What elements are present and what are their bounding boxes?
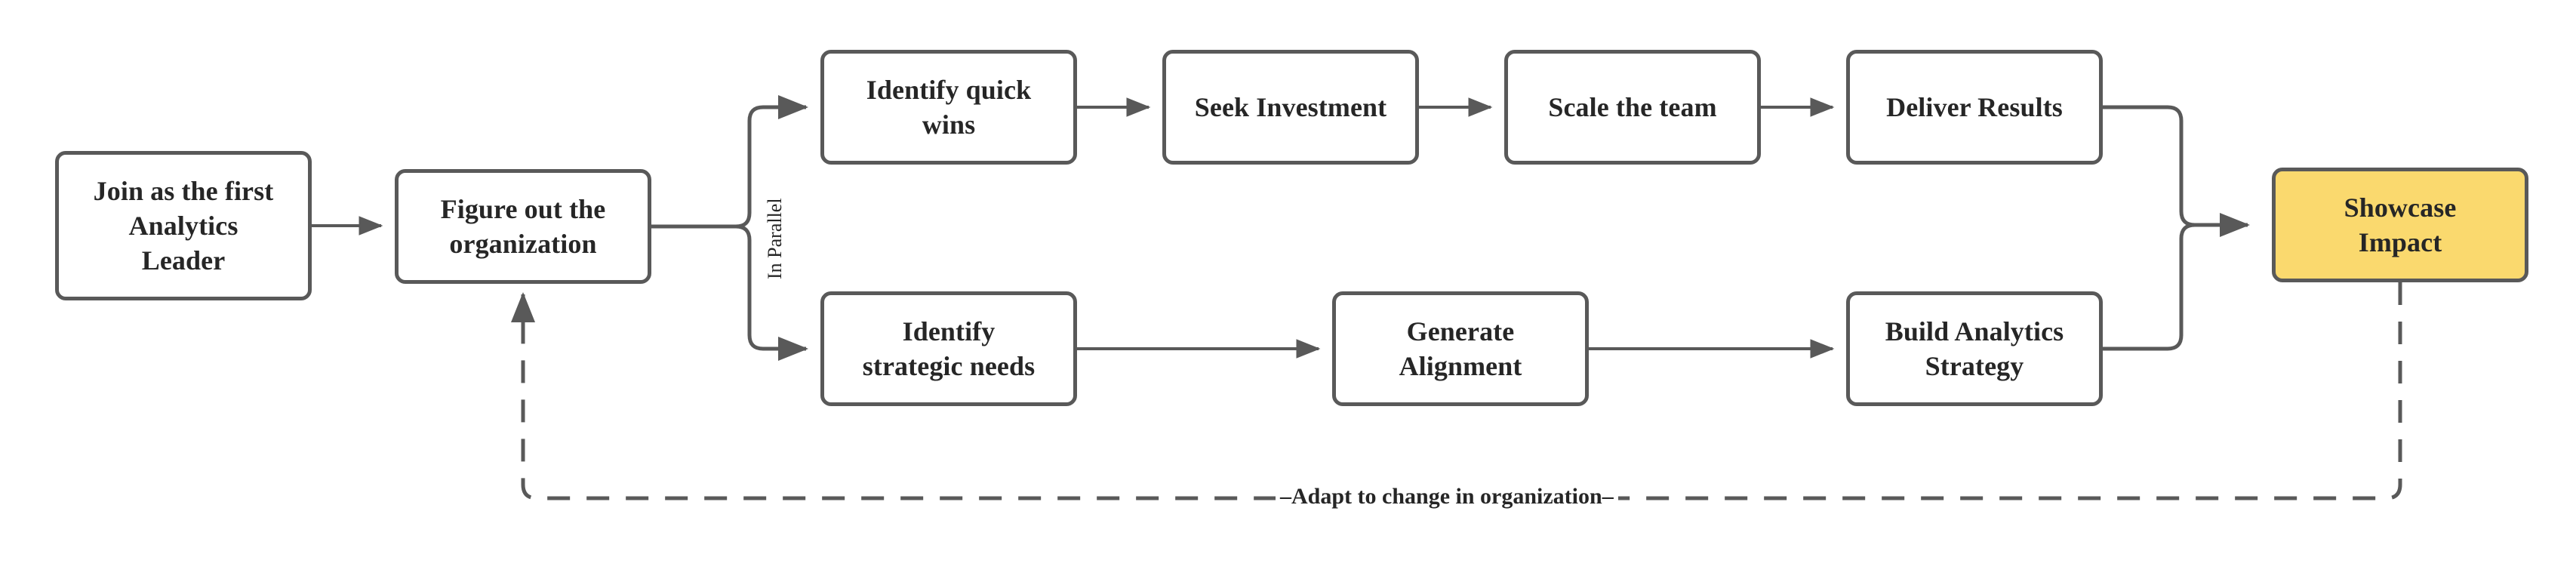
node-label: Identify quick wins [866, 74, 1032, 140]
node-label: Generate Alignment [1399, 316, 1522, 381]
edge-strategy-to-showcase [2103, 223, 2196, 351]
edge-deliver-to-showcase [2103, 105, 2250, 237]
node-build-analytics-strategy[interactable]: Build Analytics Strategy [1846, 291, 2103, 406]
node-label: Build Analytics Strategy [1885, 316, 2064, 381]
node-generate-alignment[interactable]: Generate Alignment [1332, 291, 1589, 406]
edge-label-adapt-to-change: –Adapt to change in organization– [1276, 484, 1618, 510]
node-label: Identify strategic needs [862, 316, 1036, 381]
node-identify-quick-wins[interactable]: Identify quick wins [820, 50, 1077, 165]
node-label: Seek Investment [1194, 91, 1387, 122]
node-identify-strategic-needs[interactable]: Identify strategic needs [820, 291, 1077, 406]
edge-label-in-parallel: In Parallel [764, 196, 786, 281]
edge-figure-to-branch [651, 94, 808, 361]
node-scale-the-team[interactable]: Scale the team [1504, 50, 1761, 165]
node-label: Deliver Results [1886, 91, 2063, 122]
node-deliver-results[interactable]: Deliver Results [1846, 50, 2103, 165]
node-showcase-impact[interactable]: Showcase Impact [2272, 168, 2528, 282]
node-label: Figure out the organization [440, 193, 606, 259]
node-label: Showcase Impact [2344, 192, 2457, 257]
node-join-as-first-analytics-leader[interactable]: Join as the first Analytics Leader [55, 151, 312, 300]
node-label: Scale the team [1548, 91, 1717, 122]
node-figure-out-the-organization[interactable]: Figure out the organization [395, 169, 651, 284]
node-label: Join as the first Analytics Leader [93, 175, 274, 276]
node-seek-investment[interactable]: Seek Investment [1162, 50, 1419, 165]
